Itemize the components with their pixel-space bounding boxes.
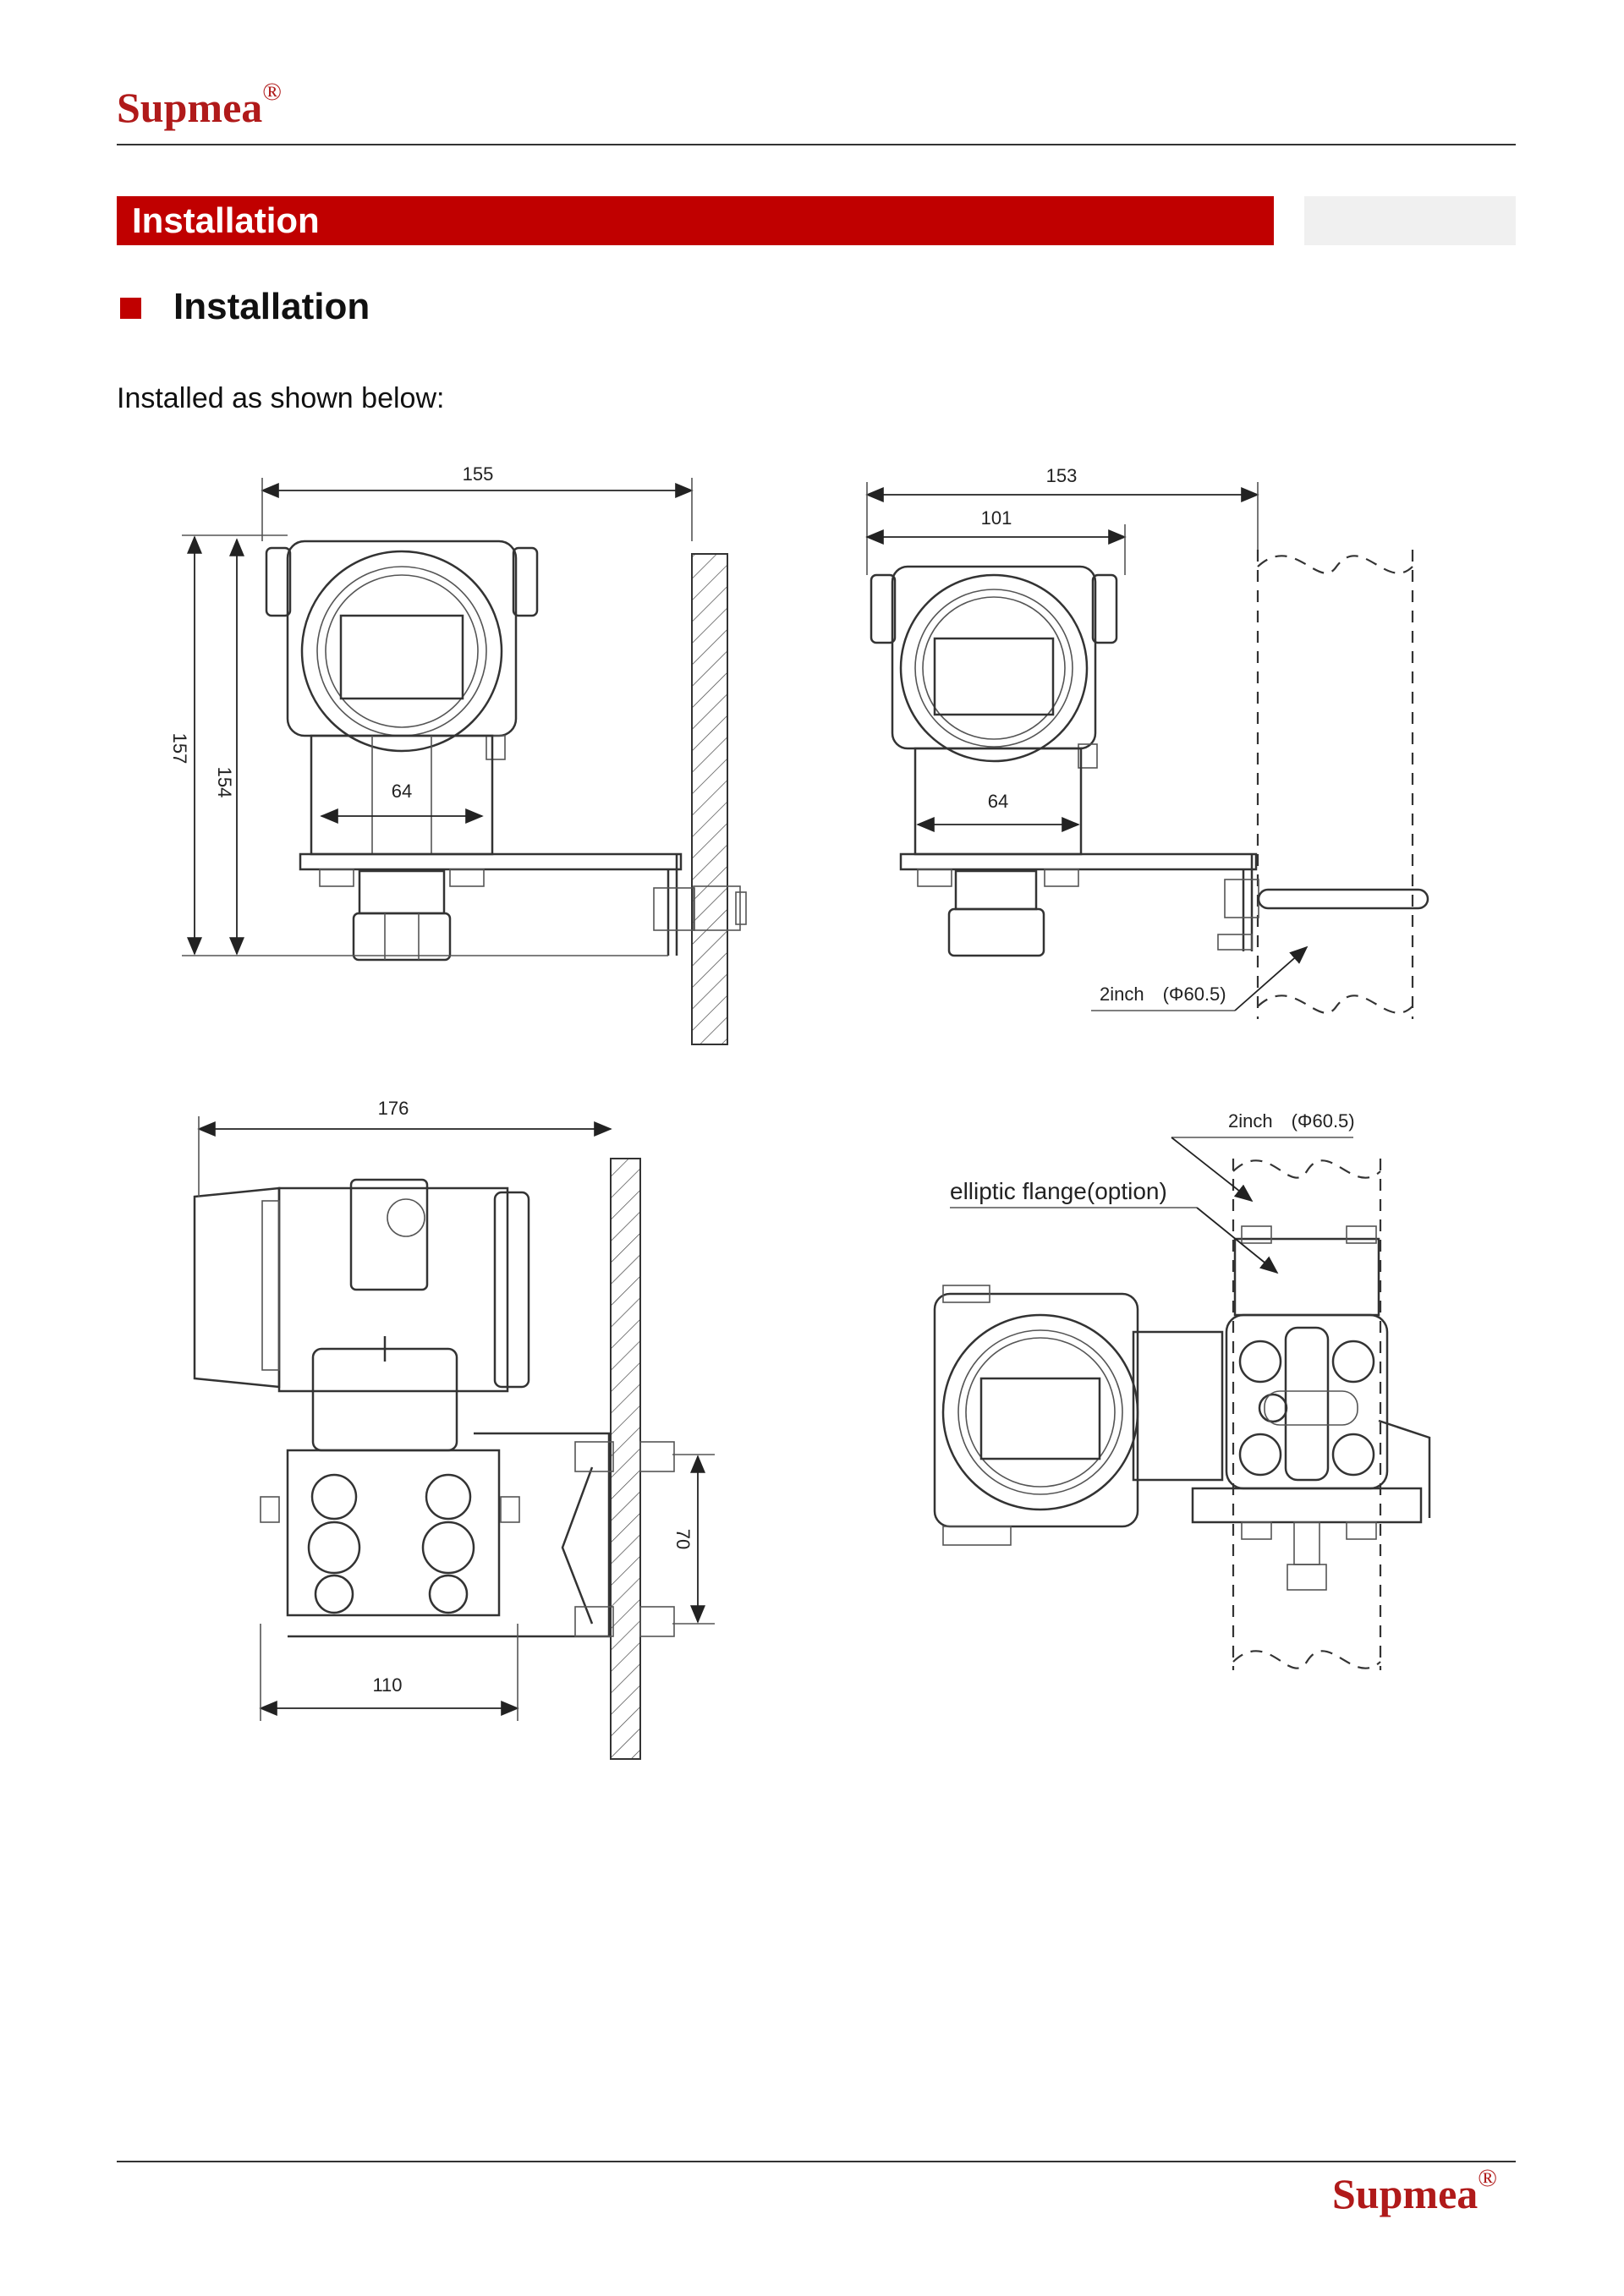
pipe-label-a: 2inch (Φ60.5) xyxy=(1100,984,1226,1005)
bullet-square-icon xyxy=(120,298,141,319)
header-logo: Supmea® xyxy=(117,78,282,132)
footer-brand: Supmea xyxy=(1332,2170,1479,2217)
drawing-wall-mount-front: 155 157 154 64 xyxy=(169,463,747,1045)
subsection-title: Installation xyxy=(173,286,370,327)
dim-110: 110 xyxy=(372,1674,402,1696)
dim-153: 153 xyxy=(1046,465,1078,486)
dim-64-a: 64 xyxy=(392,781,412,802)
intro-text: Installed as shown below: xyxy=(117,382,445,414)
dim-154: 154 xyxy=(214,767,235,798)
dim-70: 70 xyxy=(672,1529,694,1549)
footer-rule xyxy=(117,2161,1516,2162)
dim-101: 101 xyxy=(981,507,1012,529)
section-title-bar: Installation xyxy=(117,196,1274,245)
elliptic-flange-label: elliptic flange(option) xyxy=(950,1178,1167,1204)
dim-157: 157 xyxy=(169,733,190,764)
drawing-dp-pipe-mount: 2inch (Φ60.5) elliptic flange(option) xyxy=(933,1110,1431,1670)
header-brand: Supmea xyxy=(117,84,263,131)
footer-logo: Supmea® xyxy=(1332,2164,1497,2218)
section-title: Installation xyxy=(132,200,320,240)
drawing-dp-wall-mount-side: 176 110 70 xyxy=(193,1098,715,1760)
dim-155: 155 xyxy=(463,463,494,485)
dim-64-b: 64 xyxy=(988,791,1008,812)
header-reg-mark: ® xyxy=(262,78,283,106)
header-gray-block xyxy=(1304,196,1516,245)
footer-reg-mark: ® xyxy=(1478,2164,1498,2192)
pipe-label-b: 2inch (Φ60.5) xyxy=(1228,1110,1355,1132)
dim-176: 176 xyxy=(378,1098,409,1119)
drawing-pipe-mount-front: 153 101 64 2inch (Φ60.5) xyxy=(865,465,1429,1019)
header-rule xyxy=(117,144,1516,145)
